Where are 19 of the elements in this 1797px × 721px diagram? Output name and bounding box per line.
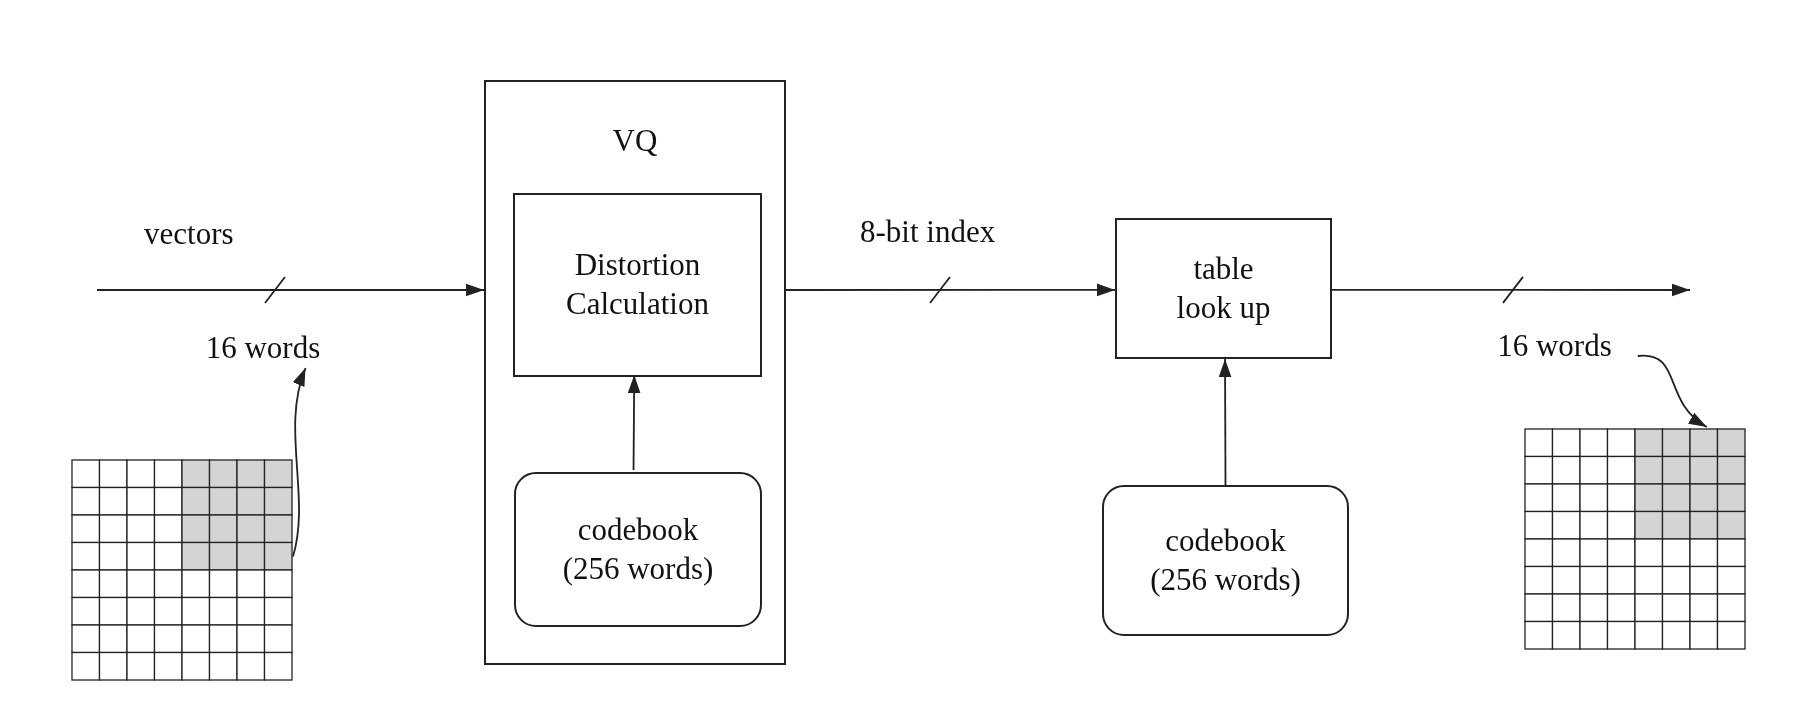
process-box: [513, 193, 762, 377]
vector-size-label: 16 words: [205, 328, 321, 367]
box-label: codebook (256 words): [561, 510, 715, 588]
box-label: Distortion Calculation: [565, 246, 710, 323]
arrow: [785, 283, 1116, 297]
curved-arrow: [292, 367, 307, 558]
curved-arrow: [1636, 354, 1708, 428]
vector-size-label: 16 words: [1497, 326, 1612, 365]
box-label: VQ: [612, 122, 658, 160]
arrow: [1331, 283, 1691, 297]
process-box: [1115, 218, 1332, 359]
box-label: table look up: [1175, 249, 1272, 327]
arrow: [96, 283, 485, 297]
arrow: [1218, 358, 1232, 486]
codebook-box: [1102, 485, 1349, 636]
codebook-box: [514, 472, 762, 627]
quantizer-block: [484, 80, 786, 665]
box-label: codebook (256 words): [1149, 521, 1302, 599]
arrow: [627, 374, 641, 471]
